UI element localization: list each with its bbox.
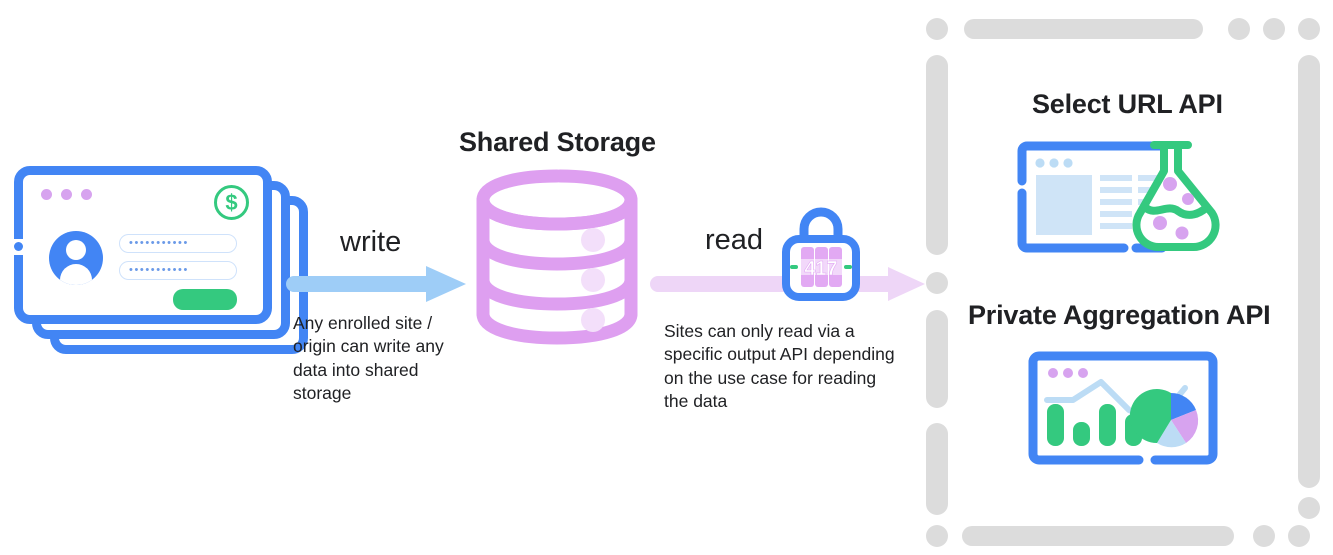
- panel-border-segment: [1253, 525, 1275, 547]
- panel-border-segment: [964, 19, 1203, 39]
- avatar-head: [66, 240, 86, 260]
- window-dot-icon: [41, 189, 52, 200]
- flask-icon: [1132, 141, 1220, 251]
- panel-border-segment: [926, 18, 948, 40]
- source-sites-illustration: $ ••••••••••• •••••••••••: [12, 166, 314, 366]
- panel-border-segment: [1228, 18, 1250, 40]
- select-url-api-title: Select URL API: [1032, 89, 1223, 119]
- panel-border-segment: [1263, 18, 1285, 40]
- write-caption: Any enrolled site / origin can write any…: [293, 313, 444, 403]
- window-dots: [1048, 368, 1088, 378]
- panel-border-segment: [1288, 525, 1310, 547]
- private-aggregation-api-title: Private Aggregation API: [968, 300, 1271, 330]
- lock-digits: 417: [804, 258, 837, 280]
- bar-series: [1047, 404, 1142, 446]
- dashboard-charts-icon: [1025, 348, 1221, 473]
- username-field[interactable]: •••••••••••: [119, 234, 237, 253]
- write-label: write: [340, 226, 402, 258]
- panel-border-segment: [1298, 55, 1320, 488]
- read-caption: Sites can only read via a specific outpu…: [664, 321, 895, 411]
- dollar-circle-icon: $: [214, 185, 249, 220]
- pie-chart: [1129, 389, 1199, 448]
- submit-button[interactable]: [173, 289, 237, 310]
- user-avatar-icon: [49, 231, 103, 285]
- read-label: read: [705, 224, 764, 256]
- window-dots: [1035, 158, 1073, 168]
- write-arrow-icon: [286, 264, 468, 304]
- panel-border-segment: [962, 526, 1234, 546]
- combination-lock-icon: 417: [780, 203, 862, 303]
- password-field[interactable]: •••••••••••: [119, 261, 237, 280]
- panel-border-segment: [1298, 18, 1320, 40]
- browser-window-with-flask-icon: [1012, 137, 1232, 257]
- lock-digit-wheels: [799, 247, 844, 287]
- card-edge-dot: [14, 242, 23, 251]
- password-value: •••••••••••: [129, 264, 189, 276]
- panel-border-segment: [1298, 497, 1320, 519]
- database-cylinder-icon: [471, 168, 643, 346]
- panel-border-segment: [926, 272, 948, 294]
- dollar-glyph: $: [225, 189, 238, 215]
- window-dot-icon: [61, 189, 72, 200]
- avatar-body: [60, 264, 92, 285]
- username-value: •••••••••••: [129, 237, 189, 249]
- page-title: Shared Storage: [459, 127, 656, 157]
- browser-window-card: $ ••••••••••• •••••••••••: [12, 166, 272, 324]
- panel-border-segment: [926, 55, 948, 255]
- panel-border-segment: [926, 525, 948, 547]
- window-dot-icon: [81, 189, 92, 200]
- panel-border-segment: [926, 423, 948, 515]
- window-controls: [41, 189, 92, 200]
- panel-border-segment: [926, 310, 948, 408]
